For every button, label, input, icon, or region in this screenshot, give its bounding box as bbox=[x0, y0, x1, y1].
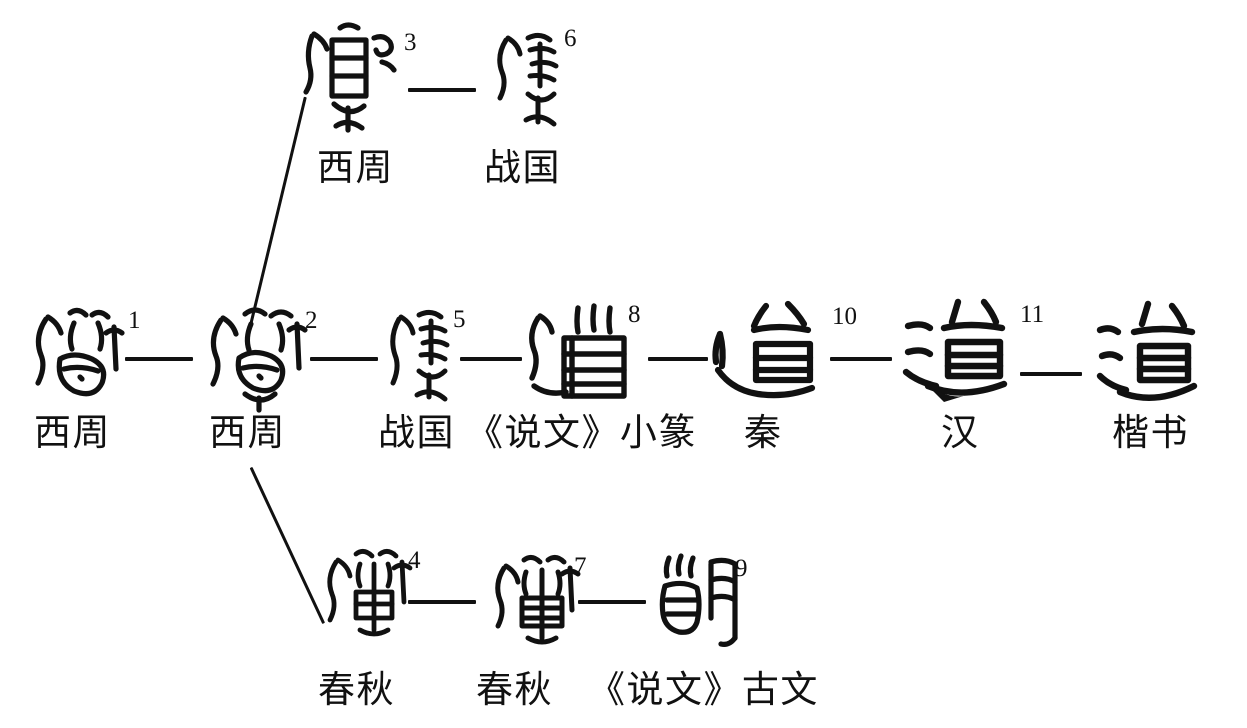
seal-glyph-5-icon bbox=[390, 309, 450, 402]
era-label-middle-5: 汉 bbox=[941, 413, 980, 454]
era-label-middle-0: 西周 bbox=[34, 413, 111, 454]
connector-bottom-4-7 bbox=[408, 600, 476, 604]
regular-glyph-12-icon bbox=[1096, 300, 1198, 401]
seal-glyph-2-icon bbox=[210, 307, 308, 413]
superscript-3: 3 bbox=[404, 29, 417, 56]
era-label-top-1: 战国 bbox=[484, 148, 561, 189]
seal-glyph-8-icon bbox=[529, 303, 627, 399]
connector-top-3-6 bbox=[408, 88, 476, 92]
superscript-4: 4 bbox=[408, 547, 421, 574]
superscript-10: 10 bbox=[832, 303, 857, 330]
era-label-middle-6: 楷书 bbox=[1112, 413, 1189, 454]
connector-middle-5-8 bbox=[460, 357, 522, 361]
era-label-middle-1: 西周 bbox=[209, 413, 286, 454]
connector-middle-10-11 bbox=[830, 357, 892, 361]
seal-glyph-7-icon bbox=[495, 554, 581, 645]
superscript-2: 2 bbox=[305, 307, 318, 334]
era-label-bottom-0: 春秋 bbox=[318, 670, 395, 711]
era-label-middle-3: 《说文》小篆 bbox=[466, 413, 697, 454]
superscript-6: 6 bbox=[564, 25, 577, 52]
seal-glyph-3-icon bbox=[303, 22, 397, 133]
superscript-7: 7 bbox=[574, 553, 587, 580]
era-label-middle-4: 秦 bbox=[744, 413, 783, 454]
connector-branch-up bbox=[248, 96, 307, 328]
connector-middle-11-12 bbox=[1020, 372, 1082, 376]
superscript-5: 5 bbox=[453, 306, 466, 333]
clerical-glyph-10-icon bbox=[712, 300, 816, 399]
connector-bottom-7-9 bbox=[578, 600, 646, 604]
superscript-1: 1 bbox=[128, 307, 141, 334]
clerical-glyph-11-icon bbox=[902, 298, 1008, 402]
era-label-bottom-1: 春秋 bbox=[476, 670, 553, 711]
connector-branch-down bbox=[249, 466, 326, 625]
superscript-11: 11 bbox=[1020, 301, 1045, 328]
superscript-9: 9 bbox=[735, 555, 748, 582]
superscript-8: 8 bbox=[628, 301, 641, 328]
seal-glyph-1-icon bbox=[35, 307, 125, 397]
era-label-top-0: 西周 bbox=[317, 148, 394, 189]
seal-glyph-4-icon bbox=[327, 549, 413, 637]
connector-middle-8-10 bbox=[648, 357, 708, 361]
seal-glyph-6-icon bbox=[497, 32, 559, 127]
seal-glyph-9-icon bbox=[659, 553, 738, 647]
connector-middle-2-5 bbox=[310, 357, 378, 361]
connector-middle-1-2 bbox=[125, 357, 193, 361]
era-label-middle-2: 战国 bbox=[378, 413, 455, 454]
era-label-bottom-2: 《说文》古文 bbox=[588, 670, 819, 711]
